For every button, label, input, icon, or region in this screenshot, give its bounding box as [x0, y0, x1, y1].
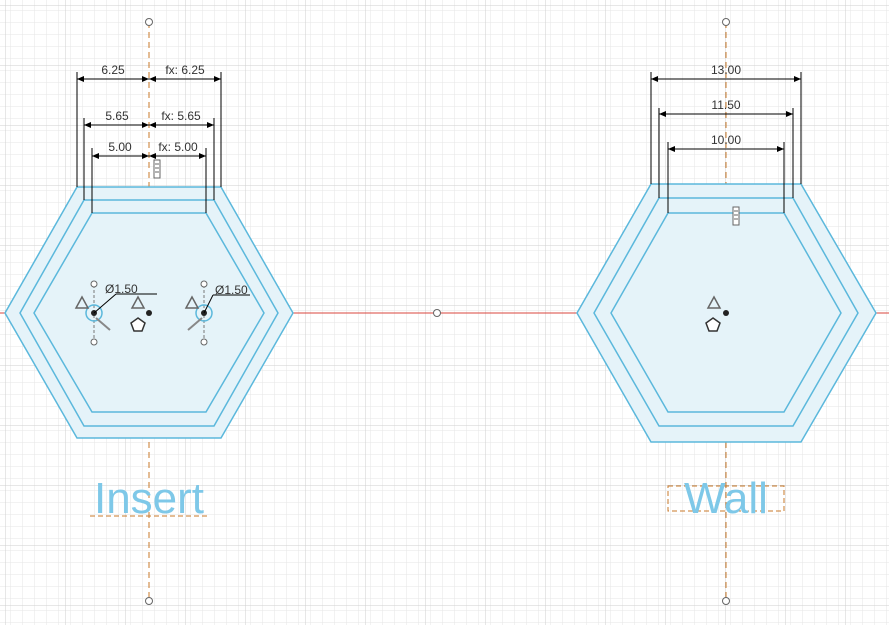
insert-left-hole[interactable] — [85, 280, 157, 346]
wall-origin-point[interactable] — [723, 310, 729, 316]
insert-sketch-text[interactable]: Insert — [94, 474, 204, 523]
insert-right-hole[interactable] — [187, 280, 250, 346]
wall-sketch-text[interactable]: Wall — [684, 474, 768, 523]
wall-dimension-arrows — [651, 76, 801, 152]
wall-dim-middle[interactable]: 11.50 — [711, 98, 740, 112]
triangle-constraint-icon[interactable] — [706, 295, 722, 309]
insert-dim-middle-right[interactable]: fx: 5.65 — [161, 109, 201, 123]
insert-dim-outer-right[interactable]: fx: 6.25 — [165, 63, 205, 77]
wall-centerline-top-point[interactable] — [722, 18, 730, 26]
pentagon-fix-icon[interactable] — [130, 317, 146, 332]
insert-origin-point[interactable] — [146, 310, 152, 316]
insert-hole-right-diameter[interactable]: Ø1.50 — [215, 283, 248, 297]
wall-text-box[interactable] — [667, 485, 785, 512]
wall-dim-inner[interactable]: 10.00 — [711, 133, 741, 147]
wall-dim-outer[interactable]: 13.00 — [711, 63, 741, 77]
lock-icon[interactable] — [732, 206, 740, 226]
insert-hole-left-diameter[interactable]: Ø1.50 — [105, 282, 138, 296]
lock-icon[interactable] — [153, 159, 161, 179]
wall-dimension-lines[interactable] — [650, 72, 802, 213]
triangle-constraint-icon[interactable] — [184, 295, 200, 309]
axis-midpoint[interactable] — [433, 309, 441, 317]
insert-dim-inner-right[interactable]: fx: 5.00 — [158, 140, 198, 154]
pentagon-fix-icon[interactable] — [705, 317, 721, 332]
insert-centerline-top-point[interactable] — [145, 18, 153, 26]
insert-dimension-arrows — [77, 76, 221, 159]
triangle-constraint-icon[interactable] — [74, 295, 90, 309]
wall-centerline-bottom-point[interactable] — [722, 597, 730, 605]
insert-centerline-bottom-point[interactable] — [145, 597, 153, 605]
insert-dim-middle-left[interactable]: 5.65 — [105, 109, 129, 123]
insert-dim-outer-left[interactable]: 6.25 — [101, 63, 125, 77]
triangle-constraint-icon[interactable] — [130, 295, 146, 309]
insert-dim-inner-left[interactable]: 5.00 — [108, 140, 132, 154]
